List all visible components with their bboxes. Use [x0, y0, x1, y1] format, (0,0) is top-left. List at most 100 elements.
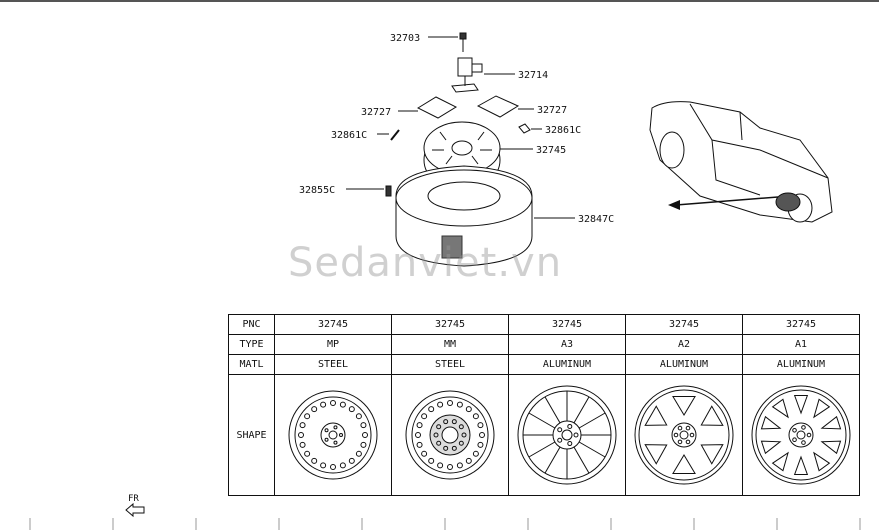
wheel-detail: [557, 437, 563, 443]
wheel-detail: [528, 441, 556, 458]
table-row-matl: MATL STEEL STEEL ALUMINUM ALUMINUM ALUMI…: [228, 354, 860, 375]
table-cell: MP: [274, 334, 392, 355]
pad-right-part: [476, 95, 520, 118]
table-row-shape: SHAPE: [228, 374, 860, 496]
clip-right-part: [518, 123, 531, 134]
wheel-detail: [451, 419, 457, 425]
steel-wheel-studded-icon: [405, 390, 495, 480]
wheel-detail: [760, 415, 782, 430]
callout-32745: 32745: [536, 145, 566, 156]
pad-left-part: [416, 96, 458, 119]
wheel-detail: [348, 457, 355, 464]
wheel-detail: [304, 450, 311, 457]
callout-32847c: 32847C: [578, 214, 614, 225]
wheel-detail: [672, 396, 696, 416]
wheel-detail: [820, 415, 842, 430]
wheel-detail: [472, 413, 479, 420]
wheel-detail: [324, 437, 329, 442]
tire-part: [395, 165, 533, 267]
stud-part: [385, 185, 392, 197]
table-cell: 32745: [742, 314, 860, 335]
wheel-detail: [355, 450, 362, 457]
wheel-detail: [437, 401, 444, 408]
wheel-detail: [677, 425, 683, 431]
wheel-detail: [567, 441, 573, 447]
wheel-detail: [360, 422, 367, 429]
wheel-detail: [433, 432, 439, 438]
wheel-detail: [479, 432, 485, 438]
wheel-detail: [813, 451, 831, 472]
wheel-detail: [416, 441, 423, 448]
wheel-detail: [700, 444, 724, 465]
wheel-detail: [544, 446, 561, 474]
table-cell: [625, 374, 743, 496]
wheel-detail: [320, 462, 327, 469]
watermark: Sedanviet.vn: [288, 240, 563, 286]
table-cell: A2: [625, 334, 743, 355]
wheel-detail: [299, 441, 306, 448]
wheel-detail: [573, 446, 590, 474]
table-row-type: TYPE MP MM A3 A2 A1: [228, 334, 860, 355]
wheel-detail: [348, 406, 355, 413]
wheel-detail: [644, 405, 668, 426]
wheel-detail: [311, 457, 318, 464]
wheel-detail: [685, 425, 691, 431]
bolt-part: [459, 32, 467, 52]
wheel-detail: [333, 425, 338, 430]
wheel-detail: [673, 432, 679, 438]
wheel-detail: [793, 455, 809, 475]
wheel-detail: [339, 433, 343, 437]
wheel-detail: [793, 395, 809, 415]
wheel-detail: [451, 445, 457, 451]
wheel-detail: [677, 439, 683, 445]
wheel-detail: [437, 462, 444, 469]
wheel-detail: [472, 450, 479, 457]
wheel-detail: [456, 462, 463, 469]
table-cell: ALUMINUM: [742, 354, 860, 375]
wheel-detail: [528, 412, 556, 429]
wheel-detail: [330, 464, 336, 470]
wheel-detail: [477, 441, 484, 448]
callout-32714: 32714: [518, 70, 548, 81]
wheel-detail: [557, 427, 563, 433]
wheel-detail: [311, 406, 318, 413]
wheel-detail: [304, 413, 311, 420]
wheel-detail: [689, 432, 695, 438]
table-cell: [742, 374, 860, 496]
callout-32861c-right: 32861C: [545, 125, 581, 136]
wheel-detail: [461, 432, 467, 438]
wheel-detail: [801, 440, 806, 445]
bracket-part: [451, 57, 483, 93]
callout-32703: 32703: [390, 33, 420, 44]
table-cell: A1: [742, 334, 860, 355]
wheel-detail: [421, 413, 428, 420]
wheel-detail: [320, 401, 327, 408]
table-cell: A3: [508, 334, 626, 355]
header-type: TYPE: [228, 334, 275, 355]
wheel-detail: [567, 423, 573, 429]
wheel-detail: [644, 444, 668, 465]
table-row-pnc: PNC 32745 32745 32745 32745 32745: [228, 314, 860, 335]
wheel-detail: [443, 445, 449, 451]
wheel-detail: [360, 441, 367, 448]
table-cell: [508, 374, 626, 496]
wheel-detail: [428, 406, 435, 413]
wheel-detail: [443, 419, 449, 425]
pickup-truck-illustration: [649, 101, 833, 223]
steel-wheel-solid-icon: [288, 390, 378, 480]
wheel-detail: [298, 432, 304, 438]
wheel-detail: [339, 401, 346, 408]
wheel-detail: [421, 450, 428, 457]
bottom-ruler: [29, 518, 861, 530]
callout-32727-right: 32727: [537, 105, 567, 116]
wheel-detail: [465, 457, 472, 464]
table-cell: 32745: [508, 314, 626, 335]
table-cell: 32745: [274, 314, 392, 335]
wheel-detail: [436, 424, 442, 430]
wheel-detail: [578, 412, 606, 429]
callout-32861c-left: 32861C: [331, 130, 367, 141]
front-arrow-icon: [125, 502, 145, 518]
wheel-detail: [330, 400, 336, 406]
wheel-detail: [544, 396, 561, 424]
wheel-detail: [415, 432, 421, 438]
